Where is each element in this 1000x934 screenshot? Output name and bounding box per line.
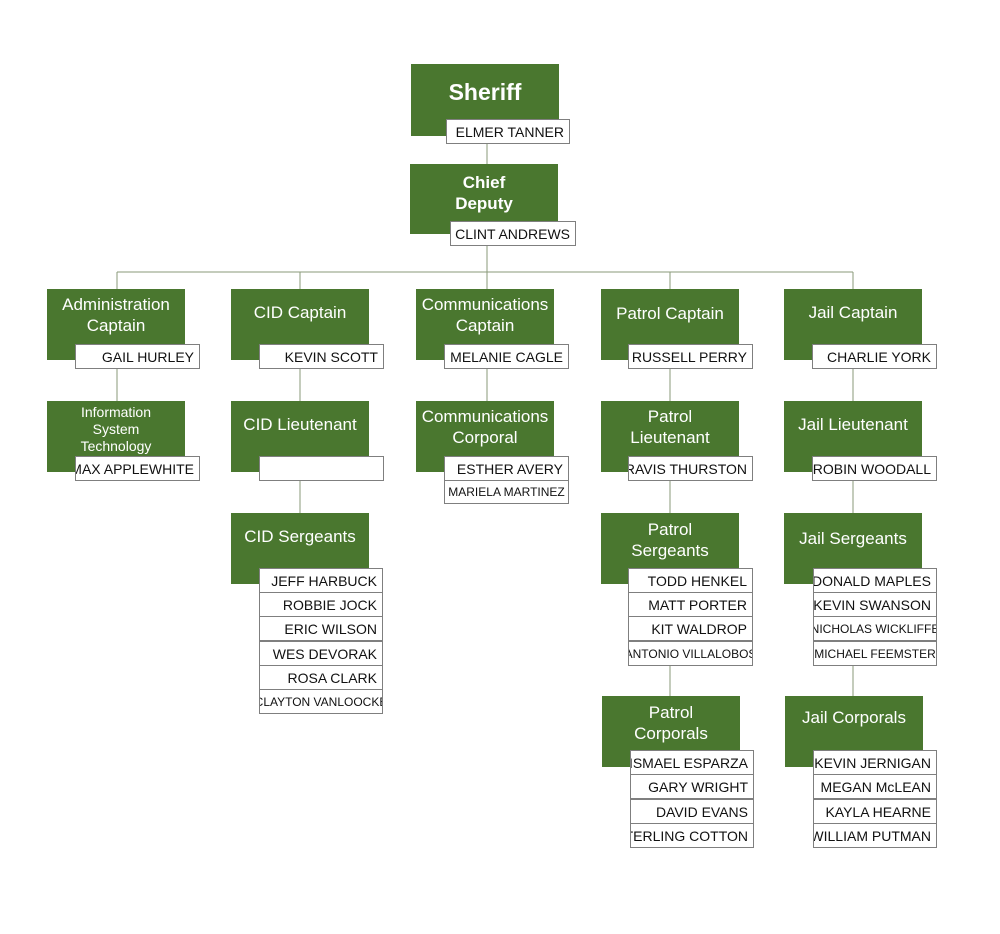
jail-corporal-name: KEVIN JERNIGAN [813, 750, 937, 775]
jail-sergeant-name: MICHAEL FEEMSTER [813, 641, 937, 666]
cid-captain-name: KEVIN SCOTT [259, 344, 384, 369]
comm-corporal-name: ESTHER AVERY [444, 456, 569, 481]
jail-sergeant-name: DONALD MAPLES [813, 568, 937, 593]
jail-sergeant-name: NICHOLAS WICKLIFFE [813, 616, 937, 641]
cid-lieutenant-name [259, 456, 384, 481]
patrol-corporal-name: DAVID EVANS [630, 799, 754, 824]
patrol-captain-name: RUSSELL PERRY [628, 344, 753, 369]
patrol-corporal-name: STERLING COTTON [630, 823, 754, 848]
patrol-sergeant-name: MATT PORTER [628, 592, 753, 617]
jail-lieutenant-name: ROBIN WOODALL [812, 456, 937, 481]
chief-deputy-name: CLINT ANDREWS [450, 221, 576, 246]
cid-sergeant-name: WES DEVORAK [259, 641, 383, 666]
patrol-sergeant-name: KIT WALDROP [628, 616, 753, 641]
comm-captain-name: MELANIE CAGLE [444, 344, 569, 369]
patrol-sergeant-name: TODD HENKEL [628, 568, 753, 593]
cid-sergeant-name: ROSA CLARK [259, 665, 383, 690]
cid-sergeant-name: ROBBIE JOCK [259, 592, 383, 617]
cid-sergeant-name: JEFF HARBUCK [259, 568, 383, 593]
jail-corporal-name: KAYLA HEARNE [813, 799, 937, 824]
jail-corporal-name: MEGAN McLEAN [813, 774, 937, 799]
comm-corporal-name: MARIELA MARTINEZ [444, 480, 569, 504]
sheriff-name: ELMER TANNER [446, 119, 570, 144]
jail-corporal-name: WILLIAM PUTMAN [813, 823, 937, 848]
admin-captain-name: GAIL HURLEY [75, 344, 200, 369]
patrol-corporal-name: GARY WRIGHT [630, 774, 754, 799]
patrol-sergeant-name: ANTONIO VILLALOBOS [628, 641, 753, 666]
cid-sergeant-name: ERIC WILSON [259, 616, 383, 641]
patrol-corporal-name: ISMAEL ESPARZA [630, 750, 754, 775]
jail-captain-name: CHARLIE YORK [812, 344, 937, 369]
cid-sergeant-name: CLAYTON VANLOOCKE [259, 689, 383, 714]
ist-name: MAX APPLEWHITE [75, 456, 200, 481]
patrol-lieutenant-name: TRAVIS THURSTON [628, 456, 753, 481]
jail-sergeant-name: KEVIN SWANSON [813, 592, 937, 617]
